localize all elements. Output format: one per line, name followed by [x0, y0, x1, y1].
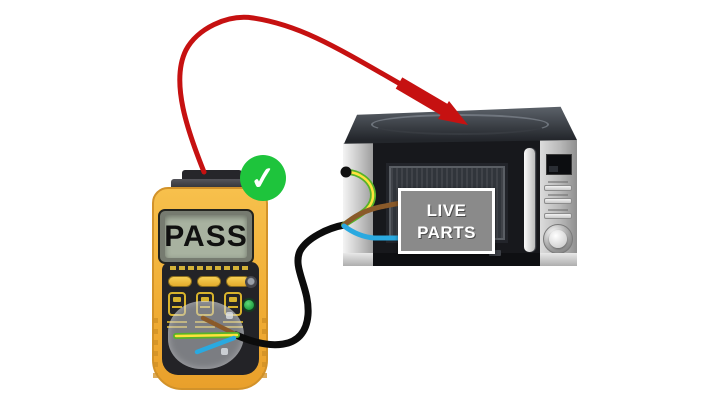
panel-text-row — [548, 181, 568, 183]
live-parts-label: LIVE PARTS — [398, 188, 495, 254]
microwave-button-bar — [544, 213, 572, 219]
microwave-button-bar — [544, 198, 572, 204]
door-tag — [489, 250, 501, 256]
crocodile-clip — [395, 77, 449, 116]
tester-function-button — [197, 276, 221, 287]
microwave-foot — [343, 253, 373, 266]
microwave-door-handle — [524, 148, 535, 252]
microwave-foot — [540, 253, 577, 266]
microwave-display — [546, 154, 572, 175]
microwave-left-panel — [343, 140, 373, 266]
microwave-control-panel — [540, 140, 577, 260]
tester-lcd: PASS — [164, 215, 248, 258]
live-parts-line1: LIVE — [426, 200, 467, 220]
pass-result-text: PASS — [164, 219, 248, 253]
wire-callout-blob — [168, 301, 244, 369]
wire-ferrule — [221, 348, 228, 355]
microwave-dial-knob — [543, 224, 573, 254]
panel-text-row — [548, 194, 568, 196]
tester-grip-ridge — [262, 318, 267, 380]
tester-function-button — [168, 276, 192, 287]
panel-text-row — [548, 209, 568, 211]
microwave-top-recess — [371, 114, 549, 135]
microwave-bottom-strip — [343, 253, 577, 266]
microwave-button-bar — [544, 185, 572, 191]
gear-icon — [245, 276, 257, 288]
pass-check-icon: ✓ — [240, 155, 286, 201]
wire-ferrule — [226, 312, 233, 319]
tester-title-strip — [170, 266, 250, 270]
tester-test-button — [242, 298, 256, 312]
microwave-top-face — [343, 106, 577, 146]
tester-grip-ridge — [153, 318, 158, 380]
check-glyph: ✓ — [248, 159, 278, 197]
live-parts-line2: PARTS — [417, 222, 476, 242]
